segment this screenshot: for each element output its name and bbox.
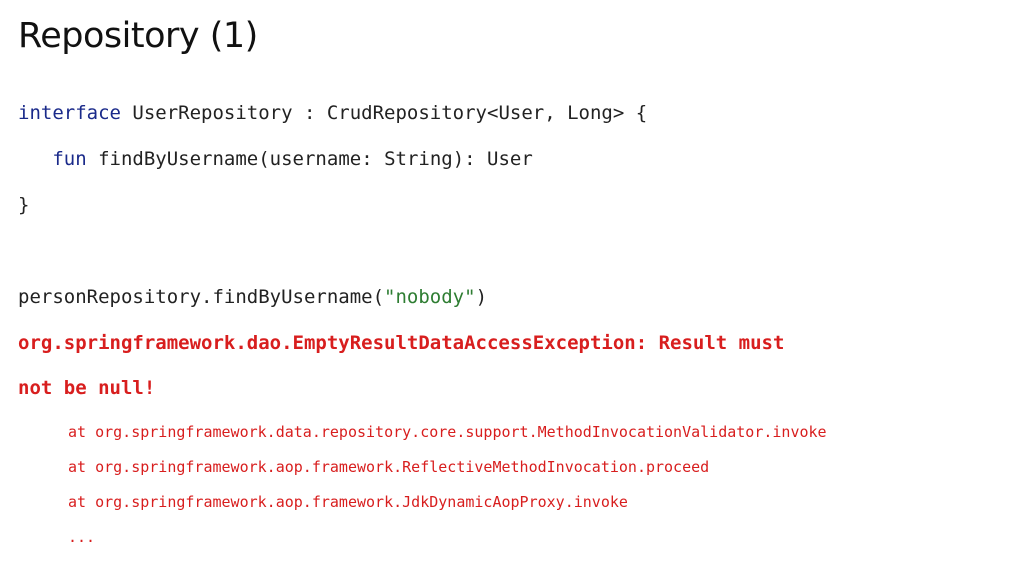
stacktrace-line: at org.springframework.data.repository.c… [68,423,827,441]
keyword-fun: fun [52,148,87,170]
stacktrace-ellipsis: ... [68,528,96,546]
code-line-call: personRepository.findByUsername("nobody"… [18,286,487,308]
error-message-line-2: not be null! [18,377,156,399]
code-line-interface: interface UserRepository : CrudRepositor… [18,102,647,124]
stacktrace-line: at org.springframework.aop.framework.Jdk… [68,493,628,511]
code-line-closing-brace: } [18,194,30,216]
code-indent [18,148,52,170]
slide-title: Repository (1) [18,16,258,56]
interface-declaration: UserRepository : CrudRepository<User, Lo… [120,102,648,124]
stacktrace-line: at org.springframework.aop.framework.Ref… [68,458,710,476]
function-signature: findByUsername(username: String): User [86,148,533,170]
error-message-line-1: org.springframework.dao.EmptyResultDataA… [18,332,785,354]
call-prefix: personRepository.findByUsername( [18,286,385,308]
call-suffix: ) [475,286,488,308]
code-line-fun: fun findByUsername(username: String): Us… [18,148,533,170]
keyword-interface: interface [18,102,121,124]
string-literal: "nobody" [384,286,476,308]
